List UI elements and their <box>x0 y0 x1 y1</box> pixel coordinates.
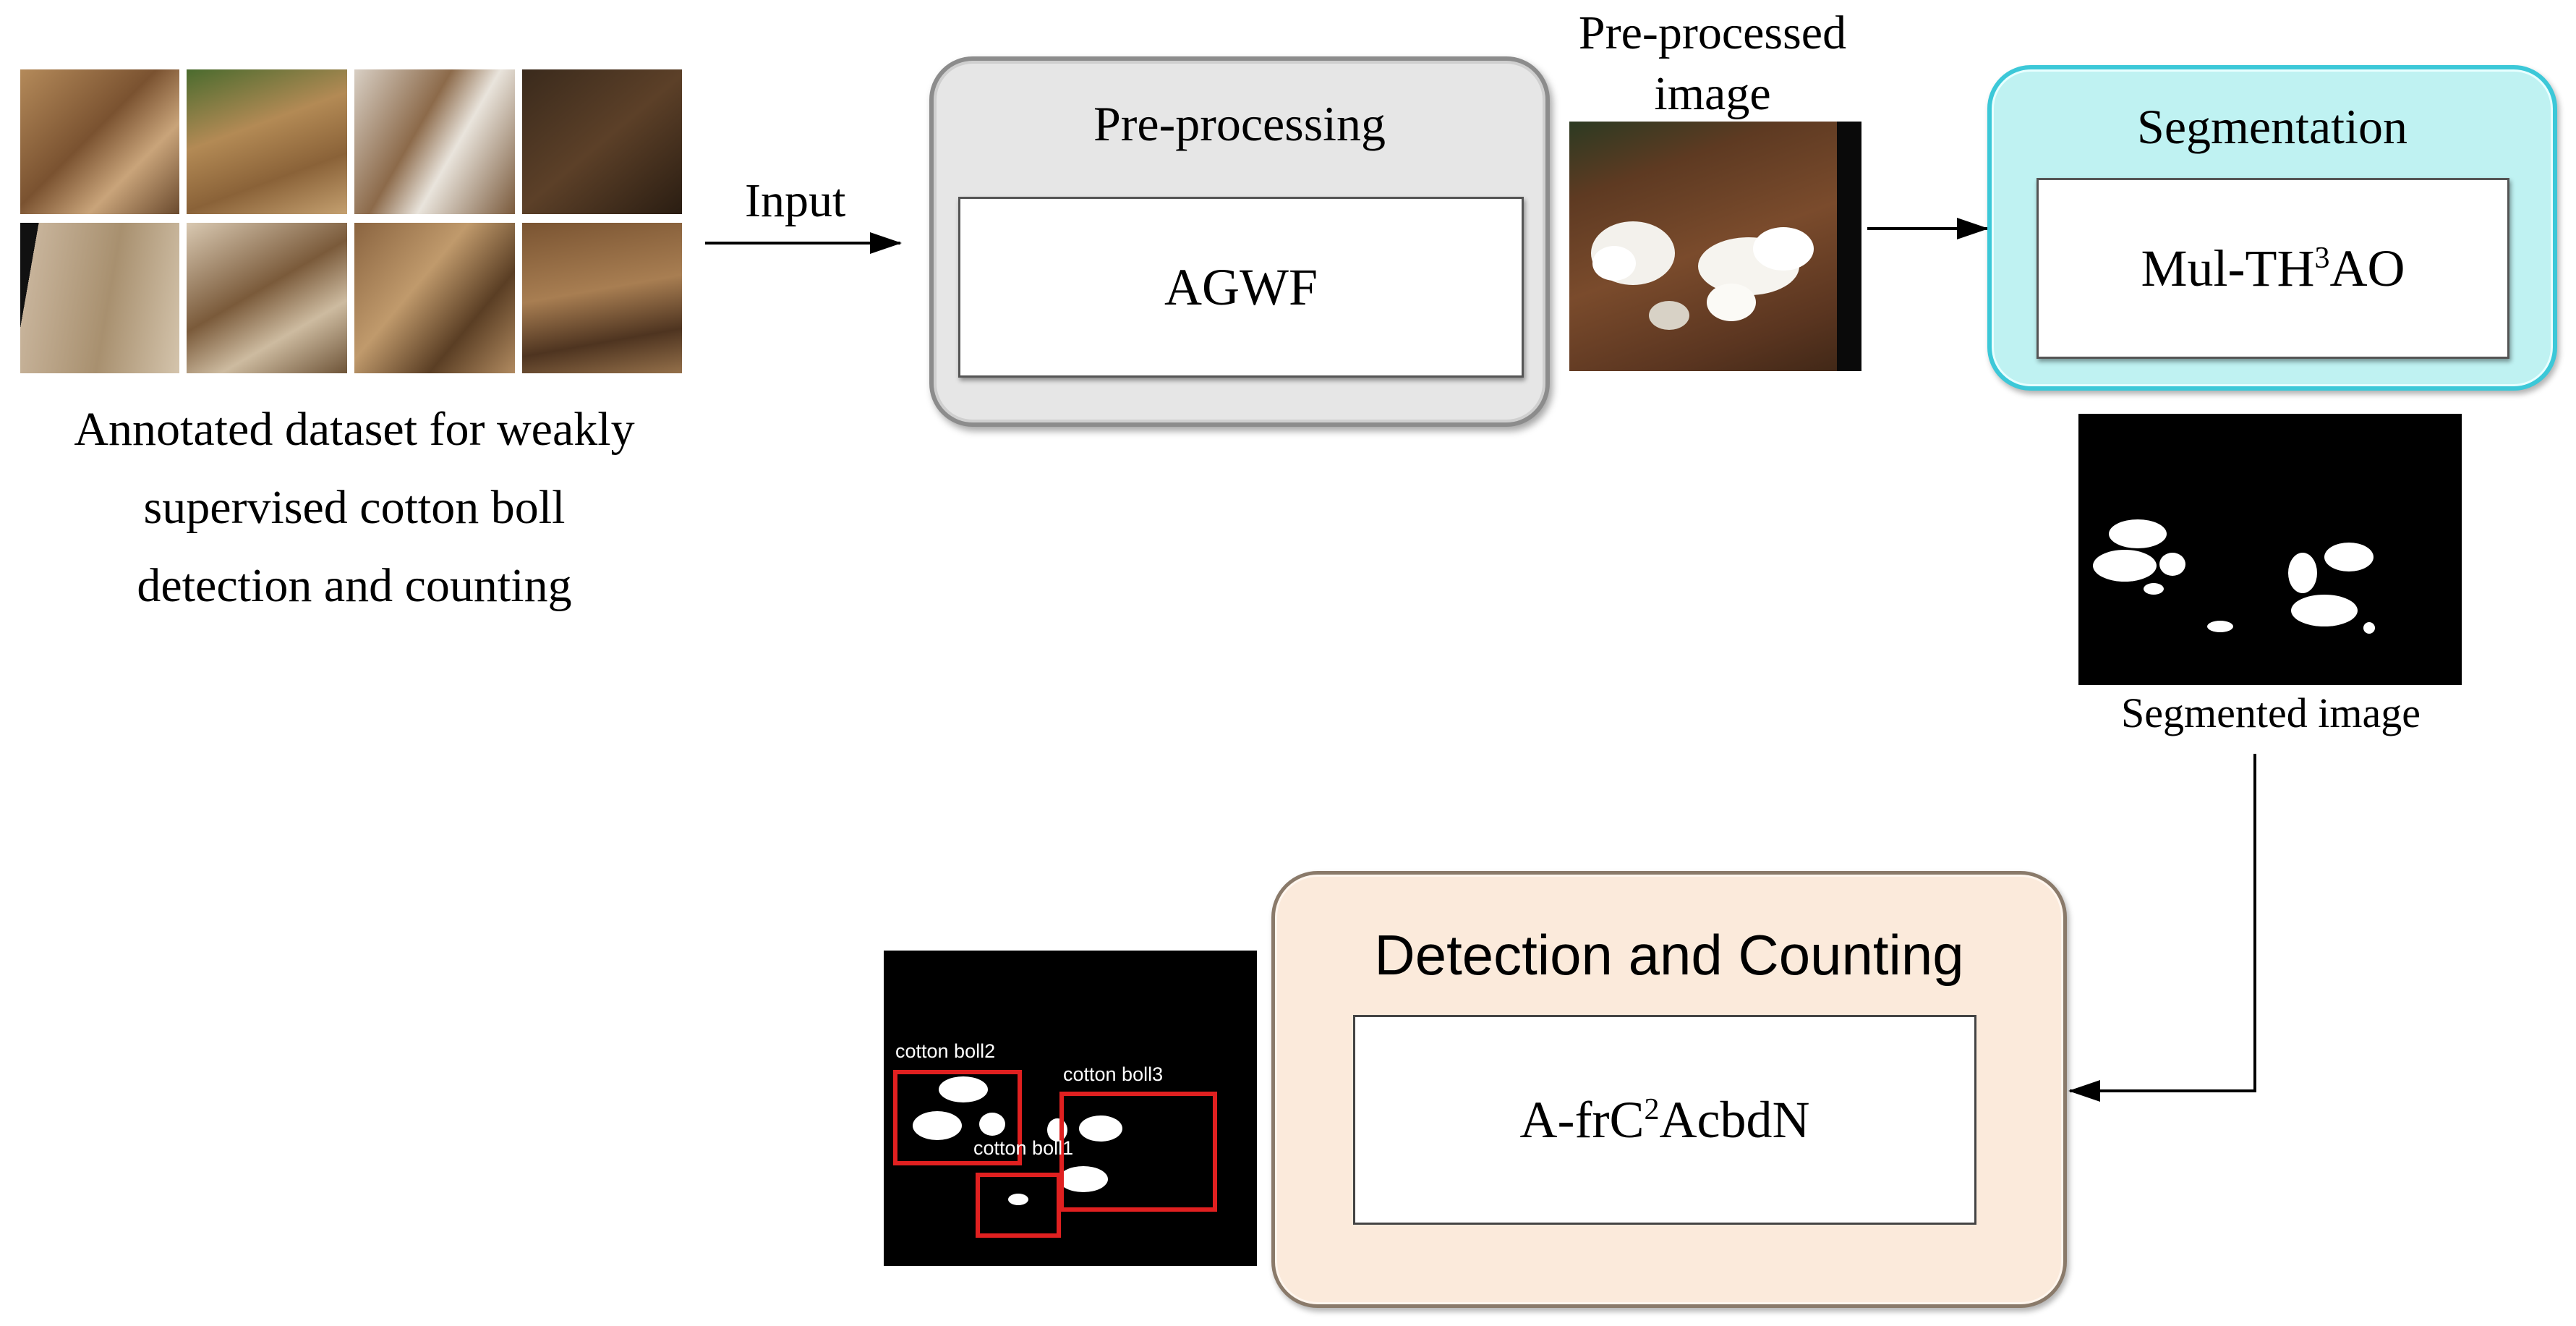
detection-label-boll1: cotton boll1 <box>973 1137 1073 1159</box>
detection-overlay: cotton boll2 cotton boll3 cotton boll1 <box>893 1040 1217 1238</box>
segmentation-method-suffix: AO <box>2329 239 2405 297</box>
dataset-thumbnail <box>187 69 347 214</box>
detection-title: Detection and Counting <box>1374 923 1964 987</box>
dataset-image-grid <box>20 69 682 373</box>
preprocessed-image <box>1569 122 1861 371</box>
preprocessed-caption-line: image <box>1654 67 1771 120</box>
dataset-caption-line: Annotated dataset for weakly <box>74 403 635 456</box>
preprocessing-method: AGWF <box>1164 258 1318 316</box>
to-detection-arrow <box>2068 754 2256 1102</box>
dataset-thumbnail <box>522 69 682 214</box>
input-label: Input <box>745 174 846 227</box>
detection-box: Detection and Counting A-frC2AcbdN <box>1271 871 2067 1308</box>
detection-label-boll3: cotton boll3 <box>1063 1063 1163 1085</box>
detection-method-sup: 2 <box>1644 1092 1660 1126</box>
segmentation-method-prefix: Mul-TH <box>2141 239 2315 297</box>
detection-method-prefix: A-frC <box>1519 1090 1645 1149</box>
preprocessing-title: Pre-processing <box>1093 96 1386 151</box>
detection-method: A-frC2AcbdN <box>1520 1090 1810 1150</box>
segmentation-method: Mul-TH3AO <box>2141 239 2405 299</box>
detection-label-boll2: cotton boll2 <box>895 1040 995 1062</box>
detection-output-image: cotton boll2 cotton boll3 cotton boll1 <box>884 951 1257 1266</box>
dataset-caption-line: detection and counting <box>137 559 572 612</box>
detection-box-boll3 <box>1059 1092 1217 1212</box>
dataset-thumbnail <box>522 223 682 373</box>
preprocessing-box: Pre-processing AGWF <box>929 56 1550 427</box>
cotton-photo <box>1591 122 1861 371</box>
detection-method-box: A-frC2AcbdN <box>1353 1015 1976 1225</box>
preprocessing-method-box: AGWF <box>958 197 1524 378</box>
segmented-mask <box>2093 519 2375 634</box>
dataset-thumbnail <box>187 223 347 373</box>
preprocessed-caption-line: Pre-processed <box>1578 7 1847 59</box>
segmentation-title: Segmentation <box>2137 99 2407 154</box>
preprocessed-caption: Pre-processed image <box>1524 3 1901 124</box>
segmented-image <box>2078 414 2462 685</box>
segmented-caption: Segmented image <box>2121 689 2421 736</box>
segmentation-box: Segmentation Mul-TH3AO <box>1987 65 2557 391</box>
detection-box-boll1 <box>976 1173 1061 1238</box>
segmentation-method-sup: 3 <box>2314 241 2330 275</box>
dataset-caption-line: supervised cotton boll <box>143 481 566 534</box>
dataset-thumbnail <box>354 69 515 214</box>
detection-method-suffix: AcbdN <box>1659 1090 1810 1149</box>
dataset-thumbnail <box>20 69 179 214</box>
segmentation-method-box: Mul-TH3AO <box>2037 178 2509 359</box>
dataset-thumbnail <box>20 223 179 373</box>
dataset-thumbnail <box>354 223 515 373</box>
dataset-caption: Annotated dataset for weakly supervised … <box>7 391 701 625</box>
detection-box-boll2 <box>893 1070 1022 1165</box>
